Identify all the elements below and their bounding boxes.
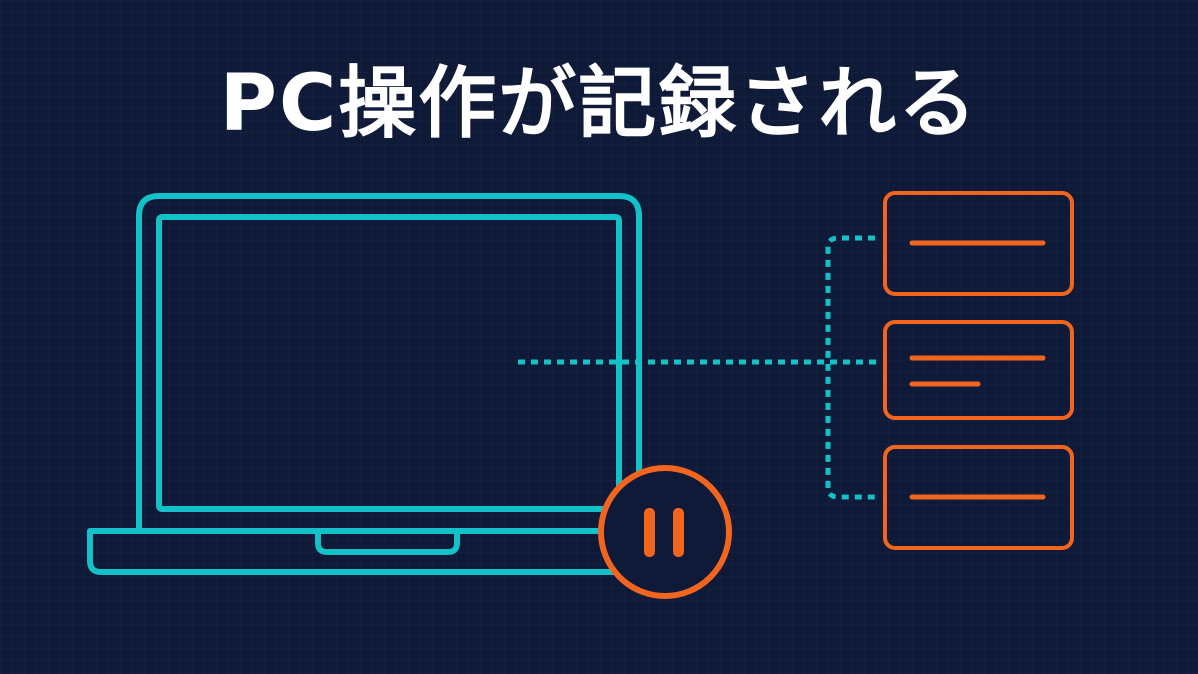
record-card: [883, 445, 1074, 550]
record-card: [883, 320, 1074, 420]
connector-lines: [518, 235, 880, 500]
laptop-notch: [315, 534, 460, 555]
pause-bar-right: [673, 508, 684, 557]
laptop-base: [87, 528, 643, 575]
record-list: [883, 191, 1074, 550]
pause-bar-left: [644, 508, 655, 557]
laptop-screen: [156, 214, 622, 512]
connector-vertical: [825, 235, 875, 500]
pause-icon: [598, 465, 732, 599]
laptop-screen-frame: [136, 193, 642, 528]
page-title: PC操作が記録される: [219, 59, 979, 149]
laptop-icon: [87, 193, 643, 575]
record-card: [883, 191, 1074, 296]
